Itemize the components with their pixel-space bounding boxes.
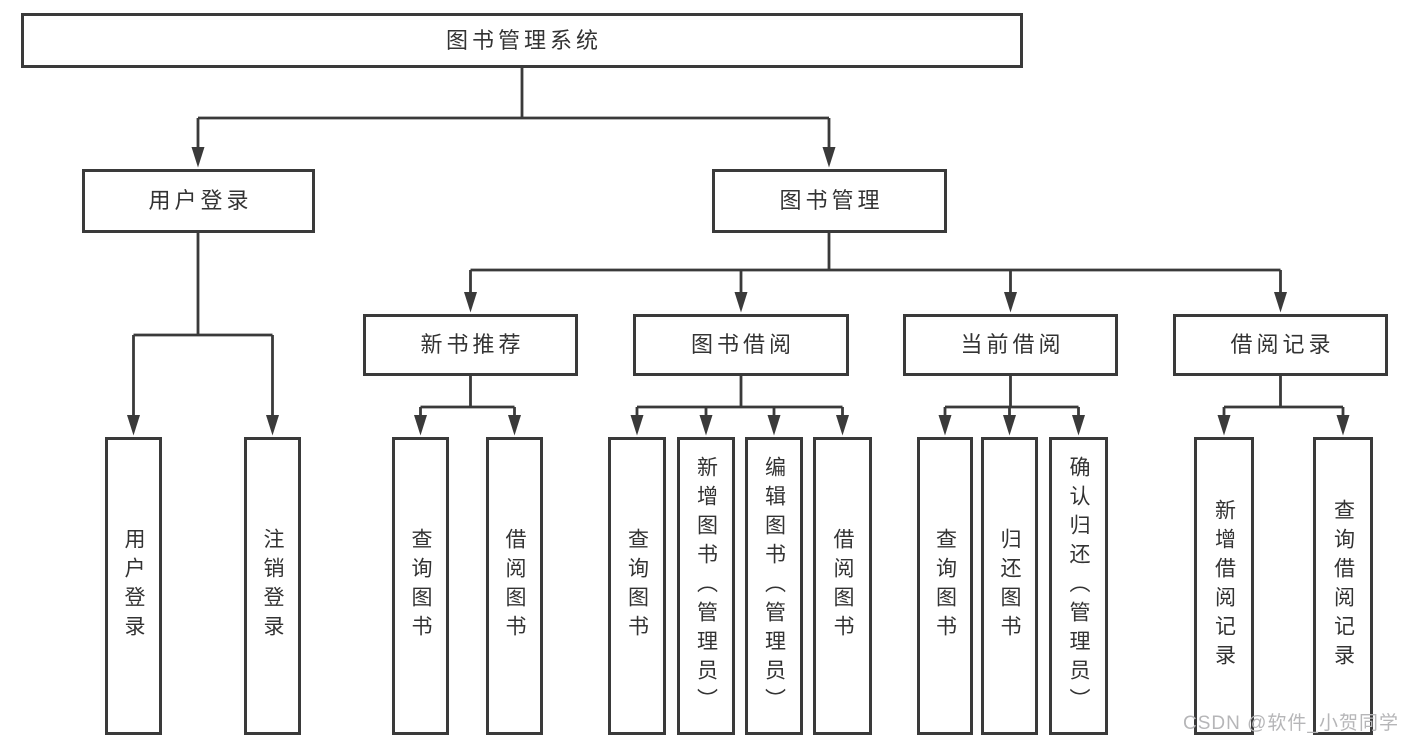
node-leaf-record-query-label: 查询借阅记录: [1331, 499, 1355, 673]
arrow-down-icon: [630, 415, 644, 436]
node-root-label: 图书管理系统: [445, 27, 602, 53]
connector-recommend-to-leaves: [414, 376, 521, 436]
node-leaf-current-confirm-return: 确认归还（管理员）: [1049, 437, 1108, 735]
node-borrow-record-label: 借阅记录: [1230, 332, 1335, 357]
arrow-down-icon: [1274, 292, 1287, 313]
arrow-down-icon: [127, 415, 140, 436]
arrow-down-icon: [464, 292, 477, 313]
arrow-down-icon: [414, 415, 427, 436]
arrow-down-icon: [734, 292, 748, 313]
node-root: 图书管理系统: [21, 13, 1023, 68]
connector-login-to-leaves: [127, 233, 279, 436]
node-leaf-borrow-query-book: 查询图书: [608, 437, 666, 735]
node-borrow-record: 借阅记录: [1173, 314, 1388, 376]
node-current-borrow-label: 当前借阅: [960, 332, 1065, 357]
arrow-down-icon: [191, 147, 205, 168]
watermark: CSDN @软件_小贺同学: [1183, 713, 1399, 734]
node-leaf-logout: 注销登录: [244, 437, 301, 735]
arrow-down-icon: [822, 147, 836, 168]
node-book-management-label: 图书管理: [779, 188, 884, 213]
node-leaf-user-login: 用户登录: [105, 437, 162, 735]
node-new-book-recommend-label: 新书推荐: [420, 332, 525, 357]
arrow-down-icon: [1072, 415, 1085, 436]
arrow-down-icon: [266, 415, 279, 436]
node-leaf-current-confirm-return-label: 确认归还（管理员）: [1067, 455, 1090, 717]
arrow-down-icon: [1336, 415, 1350, 436]
connector-mgmt-to-level3: [464, 233, 1287, 313]
node-current-borrow: 当前借阅: [903, 314, 1118, 376]
node-user-login-label: 用户登录: [148, 188, 253, 213]
node-leaf-current-return-book-label: 归还图书: [998, 528, 1021, 644]
node-book-borrow-label: 图书借阅: [690, 332, 795, 357]
node-leaf-borrow-add-book-label: 新增图书（管理员）: [694, 455, 718, 717]
node-user-login: 用户登录: [82, 169, 315, 233]
node-leaf-recommend-borrow-book: 借阅图书: [486, 437, 543, 735]
node-book-borrow: 图书借阅: [633, 314, 849, 376]
node-leaf-user-login-label: 用户登录: [122, 528, 145, 644]
arrow-down-icon: [508, 415, 521, 436]
node-leaf-record-query: 查询借阅记录: [1313, 437, 1373, 735]
node-leaf-recommend-query-book: 查询图书: [392, 437, 449, 735]
node-new-book-recommend: 新书推荐: [363, 314, 578, 376]
node-leaf-borrow-edit-book-label: 编辑图书（管理员）: [762, 455, 786, 717]
node-leaf-current-query-book-label: 查询图书: [933, 528, 957, 644]
node-leaf-current-return-book: 归还图书: [981, 437, 1038, 735]
connector-borrow-to-leaves: [630, 376, 849, 436]
arrow-down-icon: [767, 415, 781, 436]
arrow-down-icon: [836, 415, 849, 436]
arrow-down-icon: [1003, 415, 1016, 436]
node-leaf-current-query-book: 查询图书: [917, 437, 973, 735]
connector-record-to-leaves: [1217, 376, 1350, 436]
node-leaf-borrow-query-book-label: 查询图书: [625, 528, 649, 644]
node-leaf-logout-label: 注销登录: [261, 528, 284, 644]
connector-root-to-level2: [191, 68, 836, 168]
arrow-down-icon: [699, 415, 713, 436]
arrow-down-icon: [938, 415, 952, 436]
node-leaf-record-add: 新增借阅记录: [1194, 437, 1254, 735]
node-leaf-recommend-query-book-label: 查询图书: [409, 528, 432, 644]
node-leaf-borrow-borrow-book-label: 借阅图书: [831, 528, 854, 644]
node-book-management: 图书管理: [712, 169, 947, 233]
arrow-down-icon: [1217, 415, 1231, 436]
node-leaf-record-add-label: 新增借阅记录: [1212, 499, 1236, 673]
node-leaf-recommend-borrow-book-label: 借阅图书: [503, 528, 526, 644]
connector-current-to-leaves: [938, 376, 1085, 436]
node-leaf-borrow-edit-book: 编辑图书（管理员）: [745, 437, 803, 735]
node-leaf-borrow-borrow-book: 借阅图书: [813, 437, 872, 735]
arrow-down-icon: [1004, 292, 1017, 313]
node-leaf-borrow-add-book: 新增图书（管理员）: [677, 437, 735, 735]
